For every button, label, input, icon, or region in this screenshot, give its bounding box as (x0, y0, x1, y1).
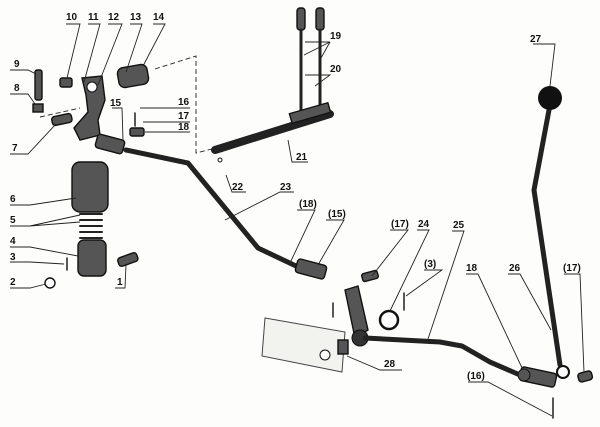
callout-25: 25 (453, 220, 465, 231)
lever-26 (531, 107, 570, 379)
callout-18-ref: (18) (299, 199, 317, 210)
washer-24 (378, 309, 400, 331)
knob-27 (538, 86, 562, 110)
shaft-21 (211, 101, 334, 154)
callout-21: 21 (296, 152, 308, 163)
callout-14: 14 (153, 12, 165, 23)
handle-19 (296, 7, 325, 112)
callout-12: 12 (108, 12, 120, 23)
bolt-7 (51, 112, 73, 127)
sleeve-13 (116, 63, 150, 89)
callout-20: 20 (330, 64, 342, 75)
callout-28: 28 (384, 359, 396, 370)
spring-5 (79, 213, 103, 239)
callout-10: 10 (66, 12, 78, 23)
washer-2 (44, 277, 56, 289)
callout-17-ref-b: (17) (563, 263, 581, 274)
callout-5: 5 (10, 215, 16, 226)
rod-23 (94, 133, 328, 280)
bolt-9 (34, 69, 43, 101)
bolt-17c (577, 370, 594, 383)
callout-17-ref: (17) (391, 219, 409, 230)
bolt-17 (129, 127, 145, 137)
callout-23: 23 (280, 182, 292, 193)
callout-24: 24 (418, 219, 430, 230)
callout-27: 27 (530, 34, 542, 45)
housing-4 (77, 239, 107, 277)
nut-8 (32, 103, 44, 113)
callout-18b: 18 (466, 263, 478, 274)
bolt-10 (59, 77, 73, 88)
callout-1: 1 (117, 277, 123, 288)
rod-25 (362, 335, 558, 388)
bracket-12 (73, 75, 106, 141)
pin-22 (217, 157, 223, 163)
bracket-28 (261, 317, 349, 373)
callout-11: 11 (88, 12, 99, 23)
callout-8: 8 (14, 83, 20, 94)
callout-16: 16 (178, 97, 190, 108)
callout-2: 2 (10, 277, 16, 288)
lever-arm (344, 285, 369, 347)
callout-17: 17 (178, 111, 190, 122)
callout-9: 9 (14, 59, 20, 70)
callout-26: 26 (509, 263, 521, 274)
callout-6: 6 (10, 194, 16, 205)
bolt-1 (117, 252, 139, 268)
callout-16-ref: (16) (467, 371, 485, 382)
callout-3-ref: (3) (424, 259, 436, 270)
callout-13: 13 (130, 12, 142, 23)
callout-18: 18 (178, 122, 190, 133)
callout-19: 19 (330, 31, 342, 42)
callout-7: 7 (12, 143, 18, 154)
bolt-17b (360, 269, 380, 283)
callout-15-ref: (15) (328, 209, 346, 220)
callout-4: 4 (10, 236, 16, 247)
callout-3: 3 (10, 252, 16, 263)
callout-15: 15 (110, 98, 122, 109)
cylinder-6 (71, 161, 109, 213)
callout-22: 22 (232, 182, 244, 193)
